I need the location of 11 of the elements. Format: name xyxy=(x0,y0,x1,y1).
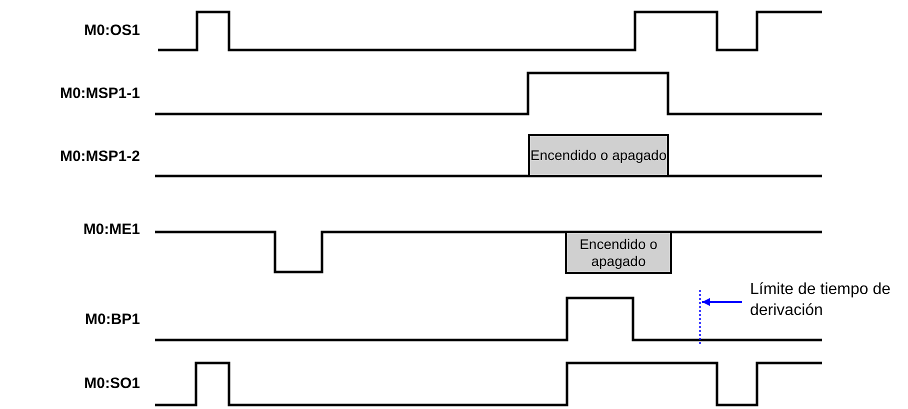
state-box: Encendido o apagado xyxy=(528,134,669,177)
arrow xyxy=(702,298,742,306)
signal-label: M0:OS1 xyxy=(83,22,140,40)
signal-label: M0:BP1 xyxy=(84,311,140,329)
state-box: Encendido o apagado xyxy=(565,231,672,274)
signal-label: M0:ME1 xyxy=(82,221,140,239)
signal-label: M0:MSP1-1 xyxy=(58,85,140,103)
signal-label: M0:MSP1-2 xyxy=(58,148,140,166)
signal-label: M0:SO1 xyxy=(83,375,140,393)
time-limit-line xyxy=(699,290,701,346)
annotation-text: Límite de tiempo de derivación xyxy=(750,279,908,323)
